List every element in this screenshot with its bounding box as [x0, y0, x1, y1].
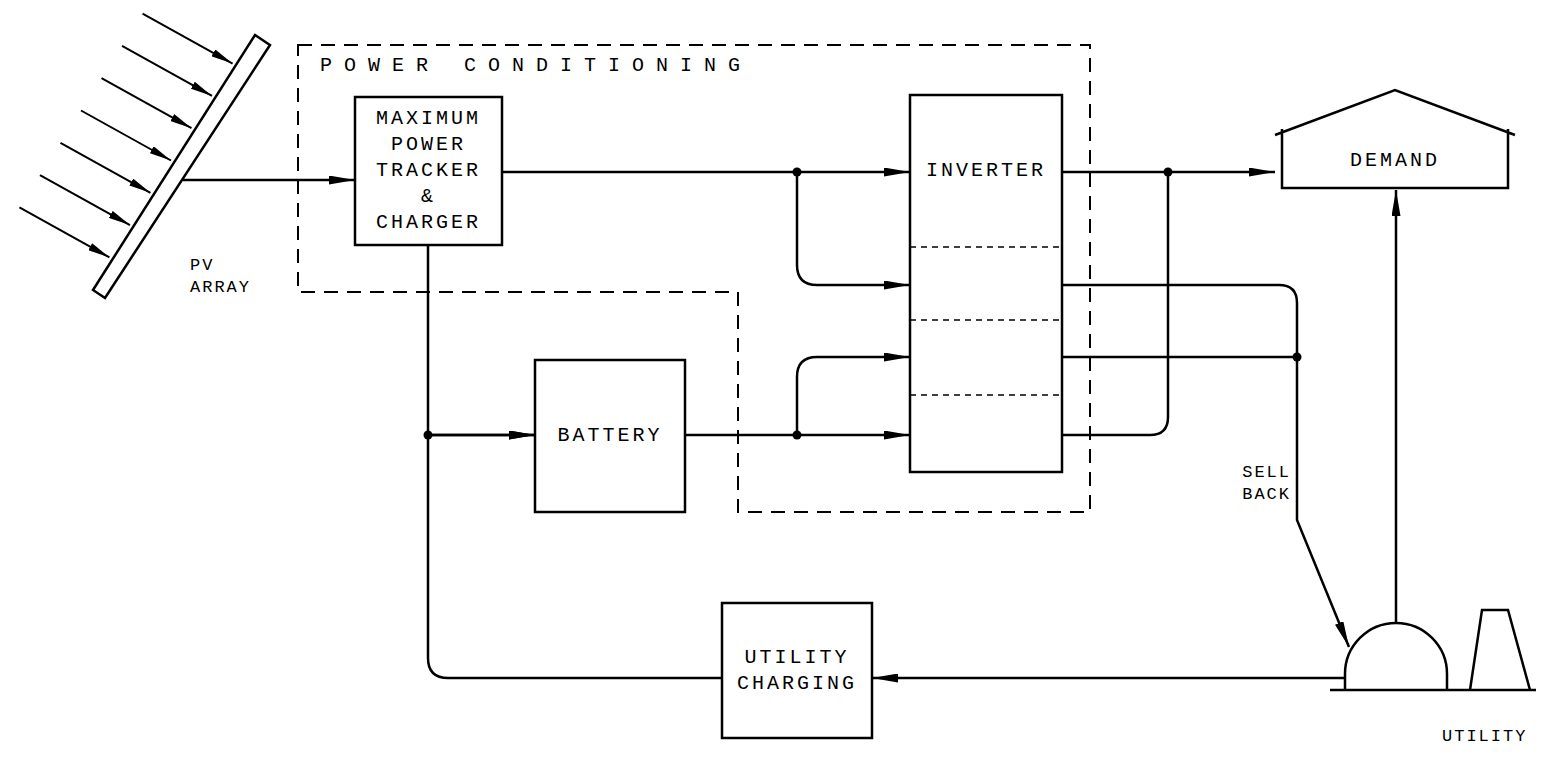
flow-connector [424, 245, 536, 440]
node-label: INVERTER [920, 158, 1052, 184]
connector-line [428, 245, 535, 435]
sunlight-ray [122, 46, 212, 96]
stack-outline [1470, 610, 1530, 690]
demand-house-outline [1275, 88, 1515, 190]
node-label: PV ARRAY [190, 255, 262, 299]
section-divider [910, 246, 1062, 248]
sunlight-ray [40, 175, 130, 225]
connector-line [183, 179, 355, 182]
box-border [355, 97, 502, 245]
flow-connector [428, 435, 722, 678]
dome-outline [1345, 623, 1447, 690]
utility-charging-box: UTILITY CHARGING [722, 603, 872, 738]
connector-line [1062, 285, 1349, 647]
connector-line [1062, 172, 1168, 435]
connector-line [797, 357, 910, 435]
section-divider [910, 394, 1062, 396]
flow-connector [872, 678, 1345, 679]
dashed-boundary [298, 45, 1090, 512]
connector-line [797, 172, 910, 285]
box-border [722, 603, 872, 738]
flow-connector [1062, 168, 1275, 436]
ground-line [1330, 689, 1536, 692]
inverter-box-outline [910, 95, 1062, 472]
node-label: UTILITY CHARGING [732, 645, 862, 697]
demand-house: DEMAND [1275, 88, 1515, 190]
flow-connector [1396, 190, 1397, 623]
flow-connector [183, 180, 355, 181]
junction-dot [793, 168, 802, 177]
connector-line [1062, 356, 1297, 359]
flow-connector [1062, 285, 1349, 647]
sunlight-ray [60, 143, 150, 193]
flow-connector [685, 357, 910, 440]
utility-charging-box-outline [722, 603, 872, 738]
pv-array-outline [10, 25, 280, 310]
inverter-box: INVERTER [910, 95, 1062, 472]
connector-line [428, 435, 722, 678]
power-conditioning-region: POWER CONDITIONING MAXIMUM POWER TRACKER … [298, 45, 1090, 512]
pv-array: PV ARRAY [10, 25, 280, 310]
sunlight-ray [81, 111, 171, 161]
battery-box: BATTERY [535, 360, 685, 512]
sunlight-ray [19, 207, 109, 257]
node-label: BATTERY [545, 423, 675, 449]
edge-label: SELL BACK [1235, 462, 1291, 506]
box-border [910, 95, 1062, 472]
node-label: DEMAND [1285, 148, 1505, 174]
node-label: POWER CONDITIONING [320, 53, 752, 79]
node-label: MAXIMUM POWER TRACKER & CHARGER [365, 106, 492, 236]
flow-connector [502, 168, 910, 286]
junction-dot [793, 431, 802, 440]
node-label: UTILITY [1442, 726, 1534, 748]
box-border [535, 360, 685, 512]
house-outline [1275, 90, 1515, 188]
tracker-box: MAXIMUM POWER TRACKER & CHARGER [355, 97, 502, 245]
connector-line [1395, 190, 1398, 623]
junction-dot [1293, 353, 1302, 362]
connector-line [502, 171, 910, 174]
panel-outline [93, 35, 270, 298]
sunlight-ray [143, 14, 233, 64]
connector-line [872, 677, 1345, 680]
section-divider [910, 319, 1062, 321]
sunlight-ray [102, 78, 192, 128]
junction-dot [1164, 168, 1173, 177]
utility-plant: UTILITY [1326, 604, 1536, 756]
